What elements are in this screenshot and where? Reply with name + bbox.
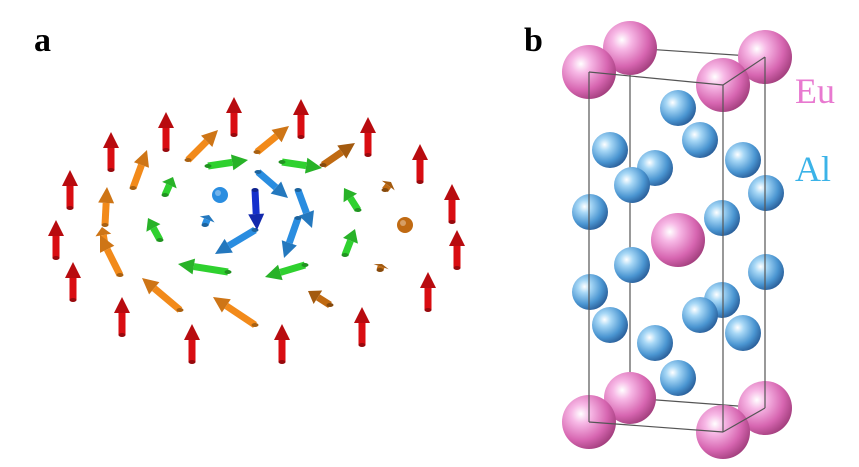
spin-arrow: [412, 144, 428, 184]
spin-arrow: [360, 117, 376, 157]
panel-b-label: b: [524, 22, 543, 59]
spin-arrow: [98, 187, 115, 227]
spin-arrow: [62, 170, 78, 210]
al-atom: [725, 315, 761, 351]
spin-arrow: [319, 143, 355, 168]
spin-arrow: [373, 264, 389, 272]
al-atom: [748, 175, 784, 211]
spin-arrow: [254, 169, 288, 198]
spin-arrow: [226, 97, 242, 137]
cell-edge: [722, 56, 766, 86]
spin-arrow: [142, 278, 184, 313]
spin-arrow: [65, 262, 81, 302]
spin-arrow: [204, 154, 248, 171]
spin-arrow: [184, 130, 218, 163]
spin-arrow: [161, 177, 177, 197]
al-atom: [614, 167, 650, 203]
spin-arrow: [420, 272, 436, 312]
spin-arrow: [354, 307, 370, 347]
al-atom: [614, 247, 650, 283]
eu-atom: [651, 213, 705, 267]
cell-edge: [588, 71, 724, 86]
spin-arrow: [253, 126, 289, 155]
al-atom: [704, 200, 740, 236]
al-atom: [660, 360, 696, 396]
spin-arrow: [103, 132, 119, 172]
al-atom: [748, 254, 784, 290]
al-atom: [572, 194, 608, 230]
cell-edge: [588, 421, 724, 433]
spin-arrow: [100, 235, 124, 277]
spin-arrow: [281, 216, 302, 258]
eu-atom: [603, 21, 657, 75]
spin-arrow: [444, 184, 460, 224]
unit-cell-front-edges: [588, 56, 766, 433]
spin-arrow: [341, 229, 358, 257]
al-atom: [572, 274, 608, 310]
spin-arrow: [114, 297, 130, 337]
al-atom: [682, 297, 718, 333]
al-atom: [637, 325, 673, 361]
spin-arrow: [129, 150, 149, 190]
spin-arrow: [293, 99, 309, 139]
spin-arrow: [213, 297, 259, 328]
spin-arrow: [449, 230, 465, 270]
al-atom: [725, 142, 761, 178]
spin-arrow: [215, 226, 259, 254]
spin-arrow: [184, 324, 200, 364]
spin-arrow: [294, 188, 314, 228]
spin-arrow: [158, 112, 174, 152]
spin-arrow: [397, 217, 413, 233]
spin-arrow: [343, 188, 362, 212]
eu-legend-label: Eu: [795, 71, 835, 111]
spin-arrow: [48, 220, 64, 260]
eual4-crystal-structure: [562, 21, 792, 459]
al-atom: [682, 122, 718, 158]
spin-arrow: [199, 215, 215, 227]
spin-arrow: [146, 218, 164, 242]
spin-arrow: [178, 258, 232, 276]
al-legend-label: Al: [795, 149, 831, 189]
cell-edge: [722, 407, 766, 433]
eu-atom: [604, 372, 656, 424]
al-atom: [592, 132, 628, 168]
spin-arrow: [381, 180, 395, 193]
al-atom: [660, 90, 696, 126]
spin-arrow: [265, 261, 309, 281]
panel-a-label: a: [34, 22, 51, 59]
spin-arrow: [278, 157, 322, 174]
al-atom: [592, 307, 628, 343]
spin-arrow: [274, 324, 290, 364]
skyrmion-spin-texture: [48, 97, 465, 364]
spin-arrow: [248, 188, 265, 230]
spin-arrow: [212, 187, 228, 203]
spin-arrow: [308, 290, 334, 308]
